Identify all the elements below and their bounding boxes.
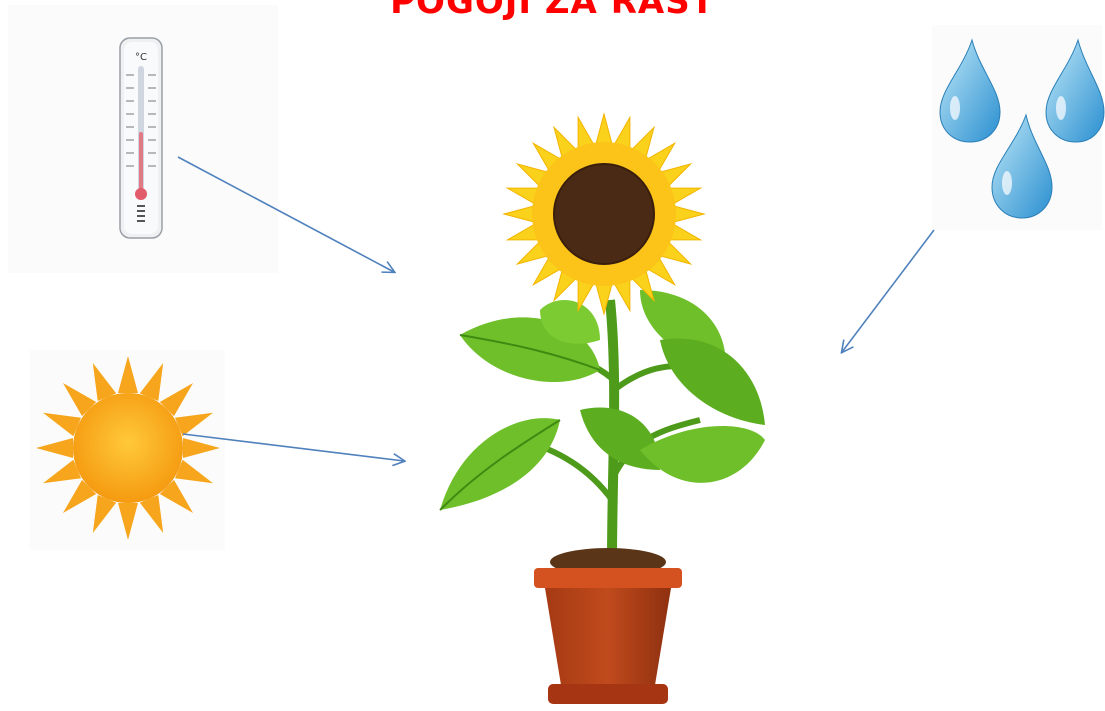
- arrow-temperature: [178, 157, 394, 272]
- sun-icon: [36, 356, 220, 540]
- thermometer-icon: °C: [120, 38, 162, 238]
- sunflower-pot-icon: [440, 114, 765, 704]
- arrow-water: [842, 230, 934, 352]
- svg-text:°C: °C: [135, 52, 147, 63]
- water-drops-icon: [940, 40, 1104, 218]
